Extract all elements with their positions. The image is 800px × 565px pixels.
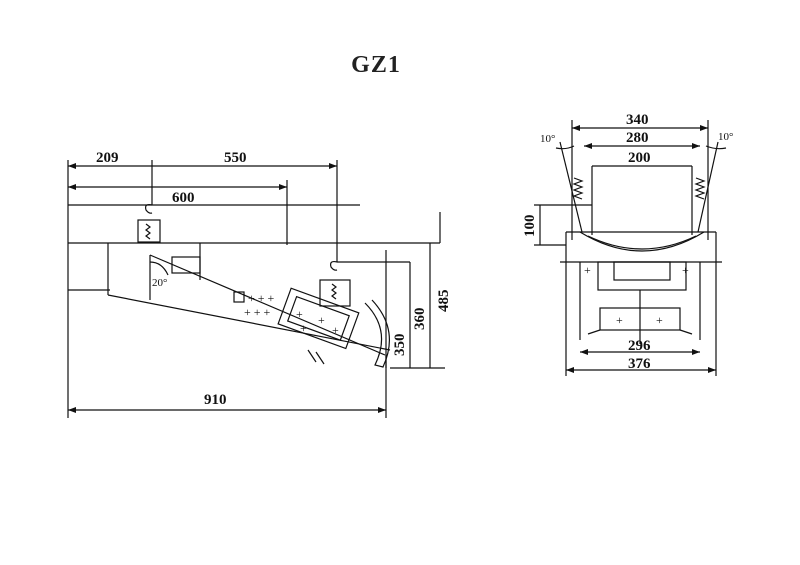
side-view — [67, 160, 445, 418]
dim-910: 910 — [204, 392, 227, 408]
svg-text:+: + — [682, 263, 689, 277]
svg-text:+: + — [318, 313, 325, 327]
dim-280: 280 — [626, 130, 649, 146]
bolt-marks: + + + + + + + + + + + + + + — [244, 263, 689, 337]
angle-20: 20° — [152, 277, 167, 289]
angle-10-left: 10° — [540, 133, 555, 145]
front-view — [534, 120, 727, 376]
angle-10-right: 10° — [718, 131, 733, 143]
svg-text:+: + — [584, 263, 591, 277]
dim-485: 485 — [436, 290, 452, 313]
dim-350: 350 — [392, 334, 408, 357]
svg-text:+ + +: + + + — [244, 305, 271, 319]
dim-209: 209 — [96, 150, 119, 166]
dim-376: 376 — [628, 356, 651, 372]
dim-550: 550 — [224, 150, 247, 166]
svg-text:+: + — [332, 323, 339, 337]
svg-text:+: + — [616, 313, 623, 327]
svg-text:+: + — [300, 321, 307, 335]
dim-200: 200 — [628, 150, 651, 166]
svg-text:+: + — [656, 313, 663, 327]
dim-100: 100 — [522, 215, 538, 238]
drawing-title: GZ1 — [351, 52, 401, 78]
dim-600: 600 — [172, 190, 195, 206]
svg-text:+ + +: + + + — [248, 291, 275, 305]
svg-text:+: + — [296, 307, 303, 321]
dim-340: 340 — [626, 112, 649, 128]
dim-360: 360 — [412, 308, 428, 331]
dim-296: 296 — [628, 338, 651, 354]
